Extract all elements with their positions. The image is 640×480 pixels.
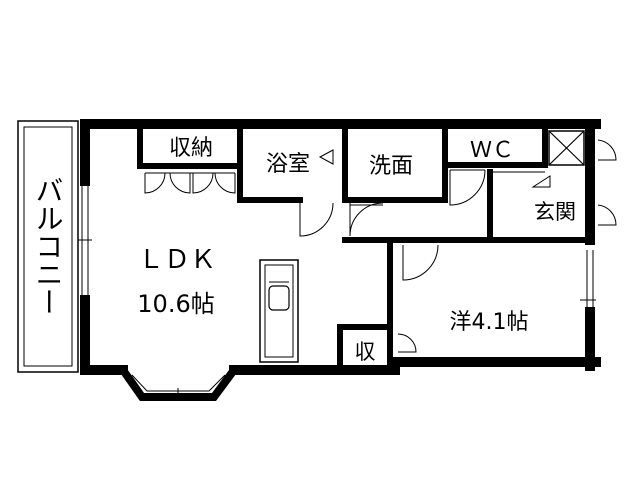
storage-top-label: 収納 [169, 136, 213, 161]
sink-icon [268, 285, 290, 311]
washroom-label: 洗面 [369, 154, 413, 179]
outer-walls [80, 119, 601, 375]
balcony-inner-line [23, 126, 73, 367]
interior-walls [137, 121, 593, 373]
step-marker-icon [531, 175, 551, 188]
bay-window [119, 367, 238, 401]
bath-arrow-icon [318, 149, 334, 165]
bath-label: 浴室 [266, 152, 310, 177]
entrance-label: 玄関 [534, 200, 576, 224]
balcony-label: バルコニー [32, 176, 65, 316]
windows [78, 181, 596, 312]
ldk-size-label: 10.6帖 [137, 290, 214, 318]
doors [144, 139, 617, 353]
kitchen-counter [259, 259, 299, 363]
interior-details [318, 130, 585, 188]
balcony-outline [17, 120, 79, 373]
storage-small-label: 収 [355, 340, 376, 364]
wc-label: ＷＣ [470, 138, 514, 163]
shaft-box [548, 130, 585, 166]
ldk-label: ＬＤＫ [138, 245, 216, 275]
western-room-label: 洋4.1帖 [450, 310, 529, 335]
